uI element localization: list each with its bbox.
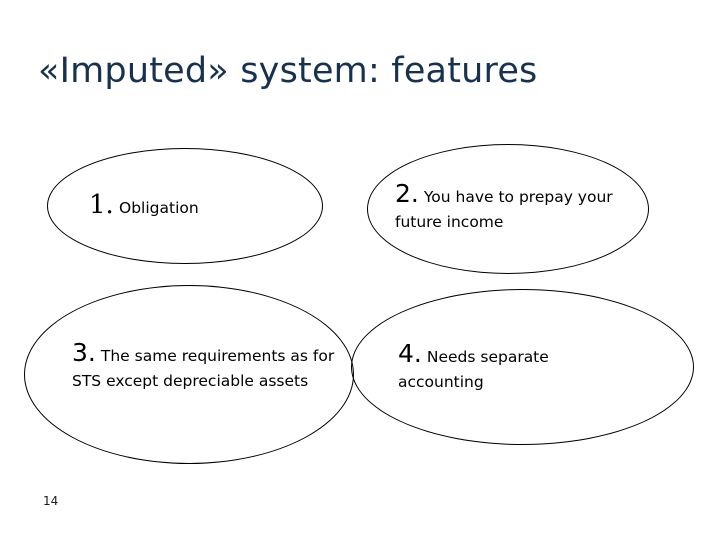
oval-number-2: 2. <box>395 179 424 208</box>
oval-number-4: 4. <box>398 339 427 368</box>
oval-shape-2[interactable] <box>367 144 649 274</box>
oval-shape-1[interactable] <box>47 148 323 264</box>
oval-body-3: The same requirements as for STS except … <box>72 347 340 390</box>
oval-text-1: 1. Obligation <box>89 190 319 221</box>
oval-body-1: Obligation <box>119 199 199 217</box>
oval-number-3: 3. <box>72 338 101 367</box>
page-title: «Imputed» system: features <box>38 51 538 91</box>
oval-body-2: You have to prepay your future income <box>395 188 618 231</box>
oval-number-1: 1. <box>89 190 119 220</box>
page-number: 14 <box>43 494 59 508</box>
oval-body-4: Needs separate accounting <box>398 348 554 391</box>
oval-shape-4[interactable] <box>351 289 694 445</box>
oval-text-4: 4. Needs separate accounting <box>398 341 628 395</box>
oval-text-3: 3. The same requirements as for STS exce… <box>72 340 344 394</box>
oval-text-2: 2. You have to prepay your future income <box>395 181 657 235</box>
